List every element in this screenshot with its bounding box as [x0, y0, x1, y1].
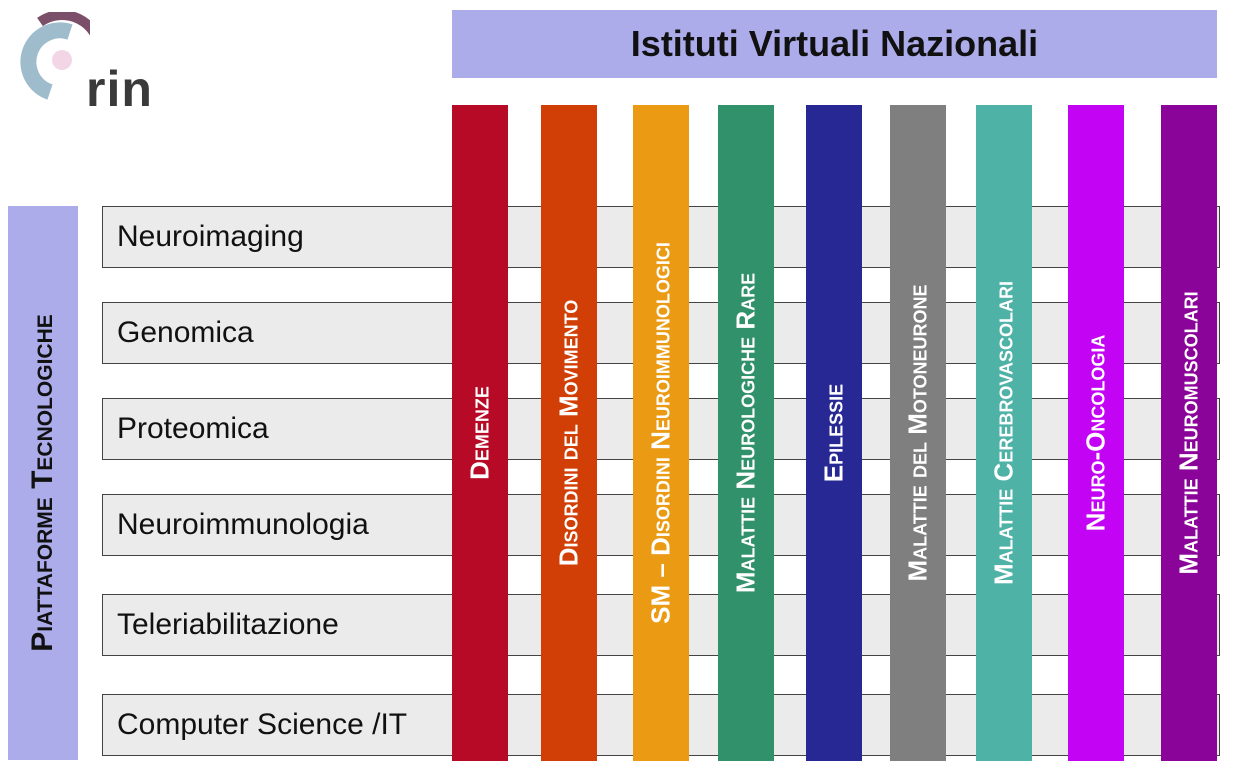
platform-label: Genomica — [117, 316, 254, 349]
institute-column: Malattie Neurologiche Rare — [718, 105, 774, 761]
institute-column: Malattie Neuromuscolari — [1161, 105, 1217, 761]
institute-column: Malattie Cerebrovascolari — [976, 105, 1032, 761]
platform-label: Neuroimaging — [117, 220, 304, 253]
institutes-header: Istituti Virtuali Nazionali — [452, 10, 1217, 78]
institute-column: Disordini del Movimento — [541, 105, 597, 761]
institute-column: Neuro-Oncologia — [1068, 105, 1124, 761]
institute-column: Epilessie — [806, 105, 862, 761]
platform-label: Neuroimmunologia — [117, 508, 369, 541]
institute-label: Disordini del Movimento — [553, 299, 584, 567]
platform-label: Proteomica — [117, 412, 269, 445]
institute-label: Malattie Neuromuscolari — [1173, 291, 1204, 575]
institute-label: Malattie Neurologiche Rare — [730, 272, 761, 594]
platform-label: Computer Science /IT — [117, 708, 408, 741]
institute-column: Demenze — [452, 105, 508, 761]
platforms-side-label: Piattaforme Tecnologiche — [26, 314, 59, 652]
header-title: Istituti Virtuali Nazionali — [630, 23, 1039, 64]
platforms-side-bar: Piattaforme Tecnologiche — [8, 206, 78, 760]
orin-logo: rin — [10, 9, 170, 122]
institute-label: Malattie del Motoneurone — [902, 284, 933, 582]
institute-label: Neuro-Oncologia — [1080, 334, 1111, 532]
logo-text: rin — [86, 61, 153, 117]
platform-label: Teleriabilitazione — [117, 608, 339, 641]
arc-logo-icon — [20, 9, 105, 100]
institute-label: Malattie Cerebrovascolari — [988, 281, 1019, 585]
institute-label: Demenze — [464, 386, 495, 480]
institute-label: SM – Disordini Neuroimmunologici — [645, 242, 676, 624]
institute-column: Malattie del Motoneurone — [890, 105, 946, 761]
institute-column: SM – Disordini Neuroimmunologici — [633, 105, 689, 761]
institute-label: Epilessie — [818, 383, 849, 483]
